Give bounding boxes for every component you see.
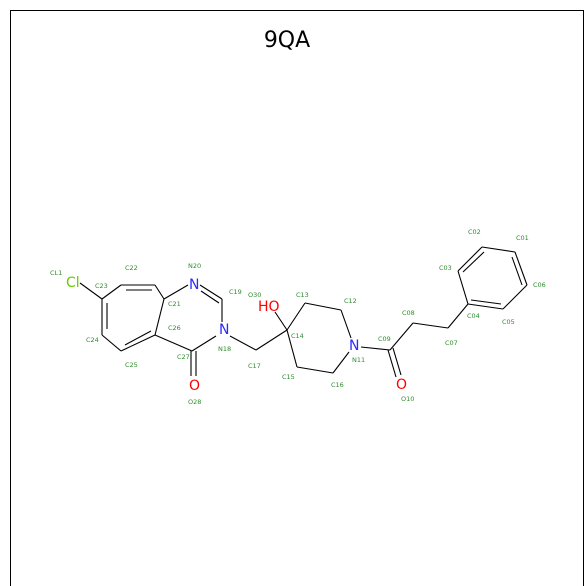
atom-index: C24 (86, 336, 99, 344)
bond (124, 330, 152, 346)
atom-index: C15 (282, 373, 295, 381)
bond (200, 290, 220, 304)
atom-index: C05 (502, 318, 515, 326)
atom-index: C14 (291, 332, 304, 340)
atom-cl1-label: Cl (66, 275, 80, 291)
atom-index: N20 (188, 262, 201, 270)
atom-n18-label: N (219, 322, 229, 338)
bond (447, 303, 469, 329)
atom-index: CL1 (50, 269, 62, 277)
bond (412, 322, 449, 329)
bond (191, 335, 217, 352)
bond (255, 329, 288, 351)
atom-index: C03 (439, 264, 452, 272)
element-labels: Cl N N O HO N O (66, 275, 407, 394)
viewer-frame (10, 10, 584, 586)
bond (101, 334, 122, 352)
atom-index: N18 (218, 345, 231, 353)
atom-index: C08 (402, 309, 415, 317)
bond (481, 246, 516, 253)
atom-index: O30 (248, 291, 261, 299)
atom-index: C12 (344, 297, 357, 305)
bond (101, 284, 122, 300)
bond (467, 303, 504, 310)
bond (511, 256, 523, 286)
atom-index: C23 (95, 282, 108, 290)
bond (462, 251, 485, 273)
bond (387, 349, 397, 378)
bond (389, 322, 414, 351)
atom-index: C22 (125, 264, 138, 272)
atom-index: C02 (468, 228, 481, 236)
bond (514, 251, 528, 286)
atom-index: C07 (445, 339, 458, 347)
bond (360, 346, 391, 351)
bond (274, 311, 288, 331)
atom-index: C09 (378, 335, 391, 343)
bond (163, 284, 189, 300)
bond (457, 270, 469, 305)
bond (154, 284, 165, 300)
atom-index: C25 (125, 361, 138, 369)
bond (286, 302, 306, 331)
atom-n11-label: N (349, 338, 359, 354)
bond (229, 335, 257, 351)
atom-index: C26 (168, 324, 181, 332)
bond (332, 351, 350, 374)
bond (120, 334, 156, 352)
atom-o30-label: HO (258, 299, 280, 315)
bond (470, 299, 502, 305)
atom-index: C27 (177, 353, 190, 361)
atom-index: C13 (296, 291, 309, 299)
bond (79, 282, 103, 300)
atom-index: C21 (168, 300, 181, 308)
atom-index: C04 (467, 312, 480, 320)
bond (296, 366, 334, 374)
atom-o10-label: O (396, 377, 407, 393)
bond (286, 329, 298, 368)
atom-index: C19 (229, 288, 242, 296)
atom-index: O10 (401, 395, 414, 403)
bond (340, 309, 352, 339)
atom-index: C17 (248, 362, 261, 370)
bond (392, 347, 402, 376)
bond (154, 334, 193, 352)
bond (304, 302, 342, 311)
bond (199, 284, 223, 300)
atom-index: C01 (516, 234, 529, 242)
atom-index: C06 (533, 281, 546, 289)
molecule-title: 9QA (263, 28, 311, 53)
atom-n20-label: N (189, 277, 199, 293)
atom-index: O28 (188, 398, 201, 406)
atom-index-labels: CL1 C23 C22 N20 C19 C21 C26 N18 C27 C24 … (50, 228, 546, 406)
atom-index: N11 (352, 356, 365, 364)
bond-lines (79, 246, 528, 378)
atom-o28-label: O (189, 378, 200, 394)
atom-index: C16 (331, 381, 344, 389)
bond (457, 246, 483, 272)
bond (502, 284, 528, 310)
bond (154, 298, 165, 336)
